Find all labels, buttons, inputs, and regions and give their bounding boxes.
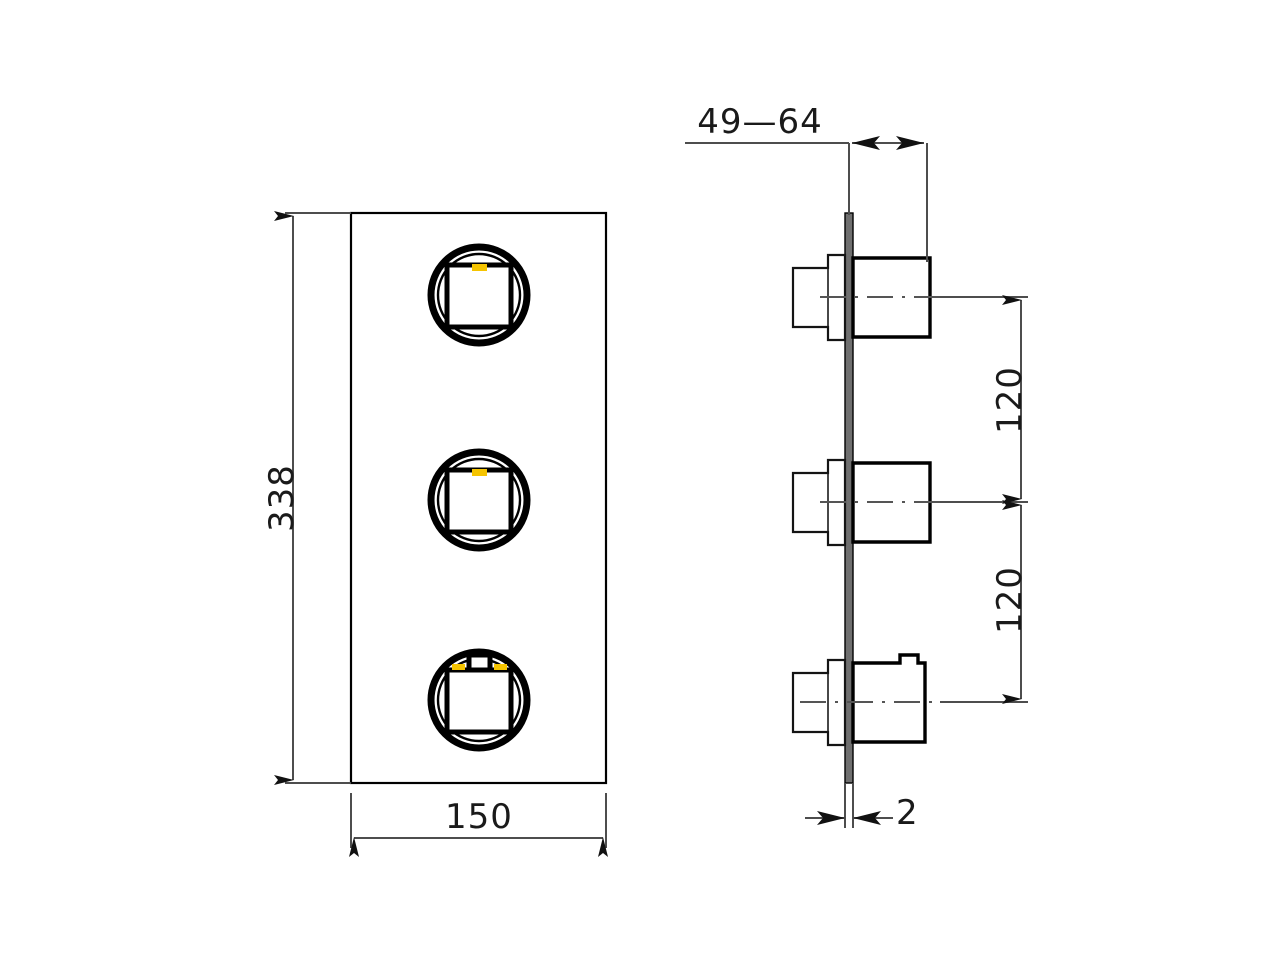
dimension-projection: 49—64 [685,102,928,262]
dimension-label-width: 150 [445,797,513,837]
knob-top-indicator-mark [472,264,487,271]
knob-middle-square-inset [444,467,514,535]
knob-middle[interactable] [427,448,531,552]
dimension-label-height: 338 [262,464,302,532]
dimension-label-thickness: 2 [896,793,919,833]
valve-bottom-body [851,653,927,744]
dimension-plate-thickness: 2 [805,783,919,833]
knob-bottom-tab [466,652,493,673]
dimension-label-spacing-upper: 120 [990,366,1030,434]
dimension-plate-width: 150 [349,793,608,857]
knob-bottom-square-inset [444,667,514,735]
knob-top-square-inset [444,262,514,330]
knob-top[interactable] [427,243,531,347]
knob-bottom-indicator-mark-left [452,664,465,670]
dimension-label-projection: 49—64 [697,102,823,142]
arrow-projection-right [896,136,924,150]
dimension-spacing-lower: 120 [940,500,1030,704]
front-view-group: 338 150 [262,211,608,857]
knob-top-outer-ring [427,243,531,347]
knob-bottom-outer-ring [427,648,531,752]
arrow-thickness-right [853,811,881,825]
valve-middle-cap [791,458,847,547]
arrow-projection-left [852,136,880,150]
knob-middle-indicator-mark [472,469,487,476]
knob-bottom-indicator-mark-right [494,664,507,670]
side-view-group: 49—64 120 120 [685,102,1030,833]
knob-middle-inner-ring [436,457,522,543]
faceplate-outline [349,211,608,785]
dimension-label-spacing-lower: 120 [990,566,1030,634]
dimension-plate-height: 338 [262,211,351,785]
arrow-thickness-left [817,811,845,825]
valve-bottom [791,653,1010,747]
valve-middle [791,458,1010,547]
knob-middle-outer-ring [427,448,531,552]
knob-top-inner-ring [436,252,522,338]
dimension-spacing-upper: 120 [940,295,1030,504]
valve-top-cap [791,253,847,342]
knob-bottom[interactable] [427,648,531,752]
valve-top [791,253,1010,342]
